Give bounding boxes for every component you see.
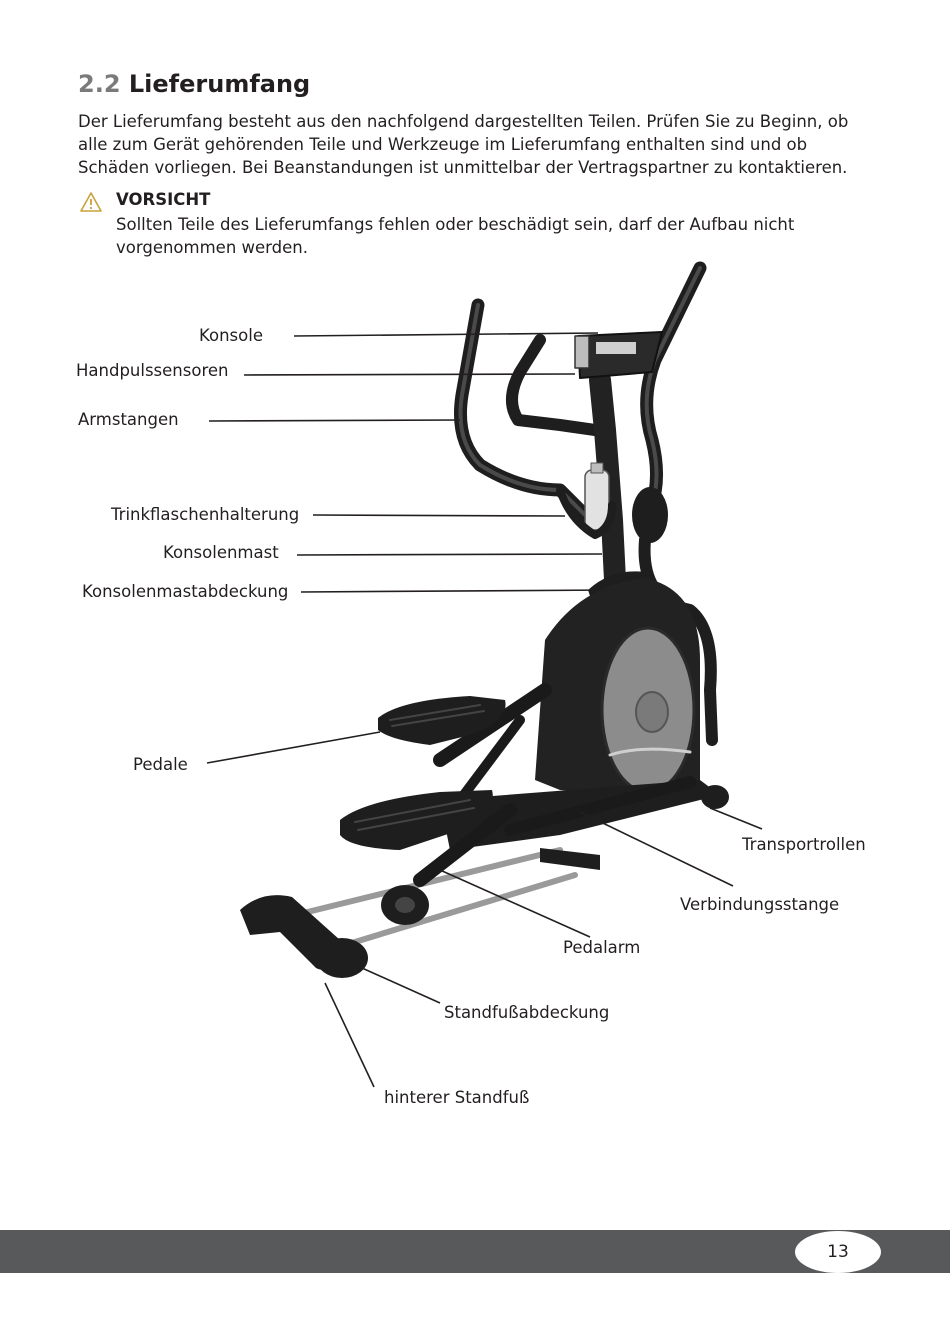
footer-bar [0, 1230, 950, 1273]
label-transportrollen: Transportrollen [742, 835, 866, 854]
elliptical-trainer-illustration [240, 261, 729, 978]
label-konsolenmastabdeckung: Konsolenmastabdeckung [82, 582, 289, 601]
leader-line-trinkflaschenhalterung [312, 514, 566, 517]
section-number: 2.2 [78, 70, 121, 98]
label-standfussabdeckung: Standfußabdeckung [444, 1003, 610, 1022]
leader-line-konsole [293, 332, 599, 337]
label-hinterer-standfuss: hinterer Standfuß [384, 1088, 530, 1107]
label-konsole: Konsole [199, 326, 263, 345]
leader-line-pedale [206, 731, 381, 764]
caution-title: VORSICHT [116, 190, 211, 209]
section-heading: 2.2 Lieferumfang [78, 70, 310, 98]
leader-line-handpulssensoren [243, 373, 576, 376]
section-title: Lieferumfang [128, 70, 311, 98]
intro-paragraph: Der Lieferumfang besteht aus den nachfol… [78, 112, 849, 177]
leader-line-konsolenmast [296, 553, 603, 556]
label-handpulssensoren: Handpulssensoren [76, 361, 229, 380]
leader-line-hinterer-standfuss [324, 982, 375, 1088]
label-verbindungsstange: Verbindungsstange [680, 895, 840, 914]
label-pedale: Pedale [133, 755, 188, 774]
label-konsolenmast: Konsolenmast [163, 543, 279, 562]
leader-line-konsolenmastabdeckung [300, 589, 611, 593]
warning-triangle-icon [80, 192, 102, 212]
leader-lines [206, 332, 763, 1088]
label-armstangen: Armstangen [78, 410, 179, 429]
page-number: 13 [795, 1231, 881, 1273]
label-pedalarm: Pedalarm [563, 938, 641, 957]
leader-line-standfussabdeckung [361, 967, 441, 1004]
leader-line-pedalarm [439, 869, 591, 938]
leader-line-verbindungsstange [579, 811, 734, 887]
leader-line-transportrollen [709, 807, 763, 830]
label-trinkflaschenhalterung: Trinkflaschenhalterung [111, 505, 300, 524]
caution-text: Sollten Teile des Lieferumfangs fehlen o… [116, 215, 795, 257]
leader-line-armstangen [208, 419, 461, 422]
